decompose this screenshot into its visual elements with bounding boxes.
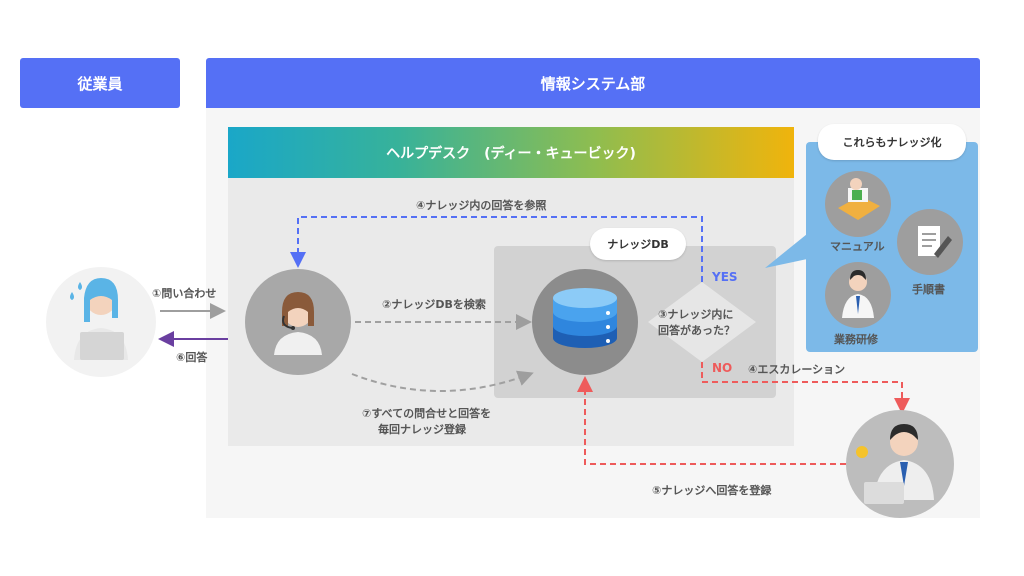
register-knowledge-label: ⑤ナレッジへ回答を登録 [652, 484, 772, 497]
register-label-1: ⑦すべての問合せと回答を [362, 407, 492, 420]
decision-label-1: ③ナレッジ内に [658, 308, 734, 321]
sweat-icon [70, 292, 74, 300]
database-icon [532, 269, 638, 375]
search-db-label: ②ナレッジDBを検索 [382, 298, 486, 311]
no-label: NO [712, 361, 733, 375]
knowledge-db-pill: ナレッジDB [590, 228, 686, 260]
employee-header: 従業員 [20, 58, 180, 108]
lightbulb-icon [856, 446, 868, 458]
operator-avatar [245, 269, 351, 375]
manual-label: マニュアル [830, 240, 885, 253]
is-department-header: 情報システム部 [206, 58, 980, 108]
inquiry-label: ①問い合わせ [152, 287, 217, 300]
manual-icon [825, 171, 891, 237]
decision-diamond [648, 282, 756, 362]
decision-label-2: 回答があった？ [658, 324, 735, 337]
specialist-avatar [846, 410, 954, 518]
register-label-2: 毎回ナレッジ登録 [378, 423, 466, 436]
refer-arrow [290, 216, 703, 282]
employee-avatar [46, 267, 156, 377]
training-icon [825, 262, 891, 328]
also-knowledge-pill: これらもナレッジ化 [818, 124, 966, 160]
register-knowledge-arrow [577, 376, 846, 465]
yes-label: YES [712, 270, 738, 284]
register-arrow [351, 370, 534, 392]
answer-label: ⑥回答 [176, 351, 208, 364]
escalation-arrow [701, 362, 910, 414]
headset-icon [282, 315, 293, 329]
training-label: 業務研修 [834, 333, 878, 346]
refer-label: ④ナレッジ内の回答を参照 [416, 199, 547, 212]
procedure-icon [897, 209, 963, 275]
procedure-label: 手順書 [912, 283, 945, 296]
escalation-label: ④エスカレーション [748, 363, 846, 376]
callout-tail [765, 230, 812, 268]
helpdesk-header: ヘルプデスク (ディー・キュービック) [228, 127, 794, 178]
